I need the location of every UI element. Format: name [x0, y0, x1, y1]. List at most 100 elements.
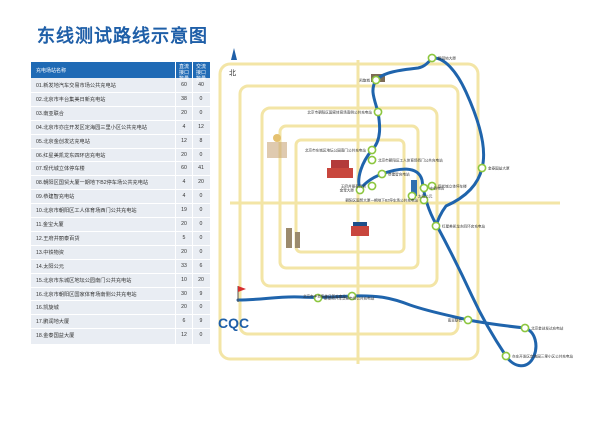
page-title: 东线测试路线示意图 — [37, 26, 208, 47]
station-name: 11.金宝大厦 — [36, 222, 64, 228]
station-name: 16.凯旋城 — [36, 305, 59, 312]
ac-count: 9 — [199, 290, 203, 297]
svg-text:北: 北 — [229, 69, 236, 77]
ac-count: 0 — [199, 221, 203, 227]
station-name: 09.恭建智充电站 — [36, 194, 75, 201]
station-label: 恭建智充电站 — [388, 172, 410, 177]
svg-text:CQC: CQC — [218, 315, 249, 331]
station-name: 12.王府井丽泰百货 — [36, 235, 80, 242]
table-row: 16.凯旋城 20 0 — [31, 300, 210, 313]
ac-count: 20 — [198, 179, 204, 186]
station-label: 朝阳区国贸大厦一期地下B2停车场公共充电站 — [345, 198, 418, 203]
station-node[interactable] — [520, 323, 530, 333]
station-node[interactable] — [377, 169, 387, 179]
station-name: 05.北京金创发达充电站 — [36, 138, 90, 145]
dc-count: 30 — [181, 290, 187, 297]
station-node[interactable] — [347, 291, 357, 301]
station-node[interactable] — [367, 145, 377, 155]
dc-count: 12 — [181, 137, 187, 144]
station-label: 王府井丽泰百货 — [341, 184, 367, 189]
table-row: 02.北京市丰台集美日新充电站 38 0 — [31, 92, 210, 105]
ac-count: 20 — [198, 276, 204, 283]
station-label: 新发地汽车交易市场公共充电站 — [324, 296, 375, 301]
station-node[interactable] — [419, 195, 429, 205]
station-node[interactable] — [313, 293, 323, 303]
station-name: 10.北京市朝阳区工人体育场西门公共充电站 — [36, 208, 137, 215]
ac-count: 0 — [199, 109, 203, 116]
table-row: 17.鹏润地大厦 6 9 — [31, 314, 210, 327]
dc-count: 20 — [181, 151, 187, 158]
dc-count: 6 — [182, 318, 186, 325]
station-label: 鹏润地大厦 — [438, 56, 456, 61]
station-name: 17.鹏润地大厦 — [36, 319, 70, 326]
station-node[interactable] — [371, 75, 381, 85]
station-node[interactable] — [477, 163, 487, 173]
station-name: 16.北京市朝阳区国家体育场南侧公共充电站 — [36, 291, 137, 298]
station-label: 北京市东城区地坛公园南门公共充电站 — [305, 148, 366, 153]
ring-roads — [218, 60, 560, 364]
start-flag — [237, 286, 246, 302]
station-label: 太阳公元 — [418, 194, 433, 199]
station-name: 18.金泰国益大厦 — [36, 333, 75, 340]
dc-count: 38 — [181, 95, 187, 102]
ac-count: 0 — [199, 151, 203, 158]
dc-count: 10 — [181, 276, 187, 283]
station-node[interactable] — [419, 183, 429, 193]
station-node[interactable] — [407, 191, 417, 201]
station-node[interactable] — [355, 185, 365, 195]
dc-count: 20 — [181, 304, 187, 311]
station-label: 北京市朝阳区国家体育场南侧公共充电站 — [307, 110, 372, 115]
dc-count: 60 — [181, 82, 187, 88]
station-node[interactable] — [427, 53, 437, 63]
ac-count: 0 — [199, 207, 203, 214]
station-name: 14.太阳公元 — [36, 263, 64, 270]
dc-count: 20 — [181, 109, 187, 116]
ac-count: 0 — [199, 95, 203, 102]
cqc-logo: CQC — [218, 315, 249, 331]
station-node[interactable] — [427, 181, 437, 191]
station-name: 01.新发地汽车交易市场公共充电站 — [36, 83, 116, 89]
station-node[interactable] — [373, 107, 383, 117]
station-label: 红星美凯龙东四环店充电站 — [442, 224, 486, 229]
ac-count: 0 — [199, 304, 203, 311]
ac-count: 0 — [199, 248, 203, 255]
station-label: 现代城立体停车楼 — [438, 184, 467, 189]
station-label: 中铁物资 — [430, 186, 445, 191]
station-name: 08.朝阳区国贸大厦一期地下B2停车场公共充电站 — [36, 180, 149, 187]
dc-count: 4 — [182, 179, 186, 186]
ac-count: 41 — [198, 165, 204, 172]
dc-count: 33 — [181, 262, 187, 269]
ac-count: 9 — [199, 318, 203, 325]
station-name: 02.北京市丰台集美日新充电站 — [36, 96, 106, 103]
station-node[interactable] — [463, 315, 473, 325]
north-arrow: 北 — [229, 48, 237, 77]
ac-count: 8 — [199, 137, 203, 144]
station-name: 07.现代城立体停车楼 — [36, 166, 85, 173]
station-label: 北京金创发达充电站 — [531, 326, 564, 331]
station-label: 北京市朝阳区工人体育场西门公共充电站 — [378, 158, 443, 163]
station-node[interactable] — [501, 351, 511, 361]
station-node[interactable] — [367, 181, 377, 191]
station-node[interactable] — [431, 221, 441, 231]
station-node[interactable] — [367, 155, 377, 165]
station-label: 南亚联合 — [448, 318, 463, 323]
dc-count: 4 — [182, 123, 186, 130]
station-name: 13.中铁物资 — [36, 249, 64, 256]
ac-count: 0 — [199, 332, 203, 339]
ac-count: 0 — [199, 234, 203, 241]
header-dc: 直流接口数量 — [178, 64, 189, 82]
table-row: 08.朝阳区国贸大厦一期地下B2停车场公共充电站 4 20 — [31, 175, 210, 188]
header-ac: 交流接口数量 — [195, 64, 206, 82]
station-nodes — [313, 53, 530, 361]
